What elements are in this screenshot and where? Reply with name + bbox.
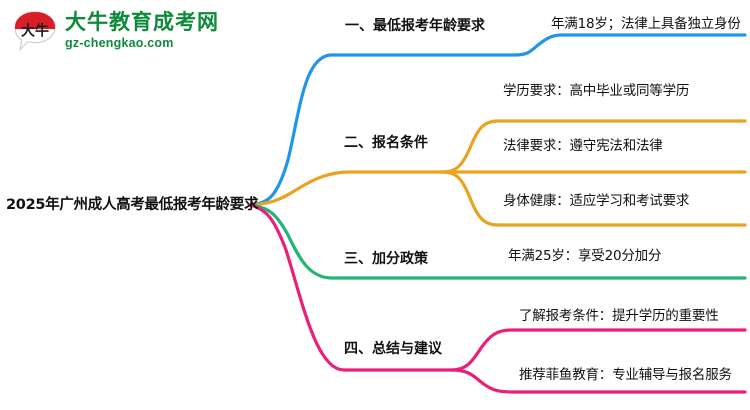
link-root-branch-4 [248,203,454,372]
mindmap-leaf-node-4-1[interactable]: 了解报考条件：提升学历的重要性 [519,308,719,324]
logo-mark-icon: 大牛 [12,10,58,52]
logo-brand-cn: 大牛教育成考网 [65,10,219,35]
mindmap-branch-node-4[interactable]: 四、总结与建议 [344,341,442,357]
mindmap-leaf-node-2-2[interactable]: 法律要求：遵守宪法和法律 [503,138,663,154]
mindmap-branch-node-1[interactable]: 一、最低报考年龄要求 [345,18,485,34]
mindmap-branch-node-3[interactable]: 三、加分政策 [344,251,428,267]
svg-text:大牛: 大牛 [21,23,49,40]
link-root-branch-1 [248,53,517,207]
site-logo[interactable]: 大牛 大牛教育成考网 gz-chengkao.com [12,10,219,52]
link-branch-4-child-1 [450,328,747,372]
mindmap-leaf-node-2-3[interactable]: 身体健康：适应学习和考试要求 [503,193,690,209]
link-branch-1-child-1 [513,33,747,57]
link-root-branch-3 [248,203,472,280]
link-branch-2-child-3 [441,170,747,227]
mindmap-root-node[interactable]: 2025年广州成人高考最低报考年龄要求 [6,197,259,213]
mindmap-leaf-node-4-2[interactable]: 推荐菲鱼教育：专业辅导与报名服务 [519,367,732,383]
mindmap-branch-node-2[interactable]: 二、报名条件 [344,135,428,151]
mindmap-leaf-node-1-1[interactable]: 年满18岁；法律上具备独立身份 [551,16,741,32]
mindmap-leaf-node-2-1[interactable]: 学历要求：高中毕业或同等学历 [503,83,690,99]
link-root-branch-2 [248,170,445,207]
mindmap-leaf-node-3-1[interactable]: 年满25岁：享受20分加分 [508,248,662,264]
link-branch-2-child-1 [441,119,747,174]
link-branch-4-child-2 [450,368,747,394]
logo-brand-url: gz-chengkao.com [65,36,174,51]
